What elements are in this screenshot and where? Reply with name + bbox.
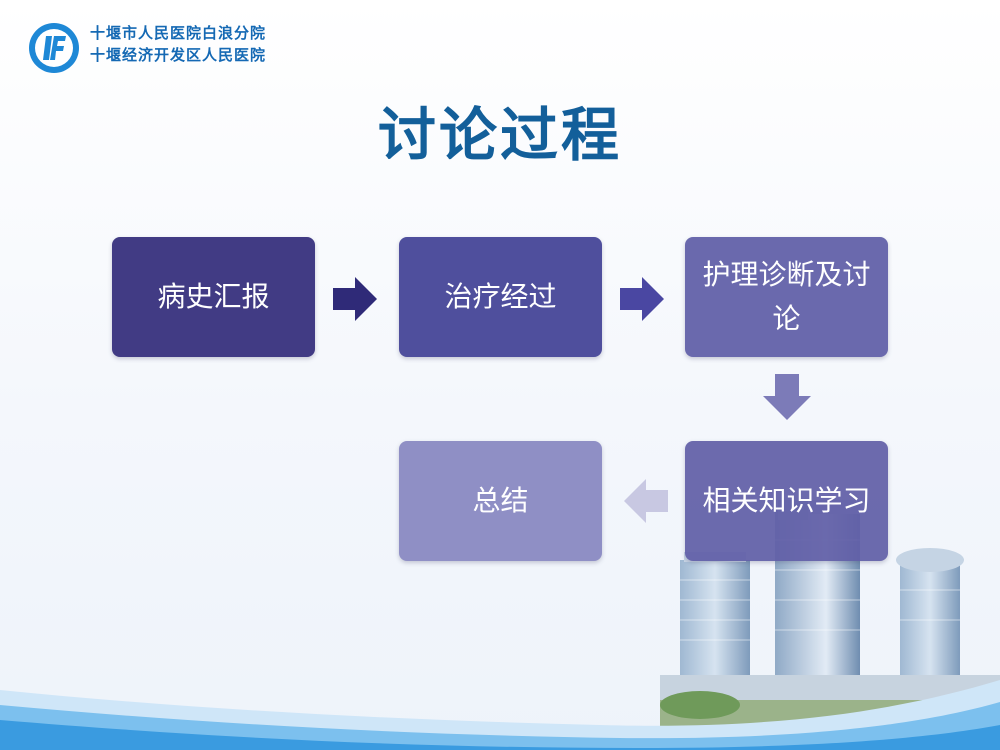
- arrow-right-icon: [333, 277, 377, 321]
- flow-step-treatment: 治疗经过: [399, 237, 602, 357]
- arrow-left-icon: [624, 479, 668, 523]
- hospital-logo-icon: [29, 23, 79, 73]
- flow-step-history-report: 病史汇报: [112, 237, 315, 357]
- flow-step-nursing-diagnosis: 护理诊断及讨论: [685, 237, 888, 357]
- flow-step-label: 相关知识学习: [702, 484, 871, 517]
- organization-name: 十堰市人民医院白浪分院 十堰经济开发区人民医院: [90, 22, 266, 66]
- flow-step-label: 病史汇报: [157, 280, 270, 313]
- org-name-line1: 十堰市人民医院白浪分院: [90, 24, 267, 42]
- decorative-waves: [0, 680, 1000, 750]
- flow-step-summary: 总结: [399, 441, 602, 561]
- org-name-line2: 十堰经济开发区人民医院: [90, 46, 267, 64]
- flow-step-related-knowledge: 相关知识学习: [685, 441, 888, 561]
- flow-step-label: 总结: [472, 484, 529, 517]
- flow-step-label: 护理诊断及讨论: [702, 258, 871, 335]
- flow-step-label: 治疗经过: [444, 280, 557, 313]
- arrow-down-icon: [763, 374, 811, 420]
- arrow-right-icon: [620, 277, 664, 321]
- slide-title: 讨论过程: [377, 101, 622, 169]
